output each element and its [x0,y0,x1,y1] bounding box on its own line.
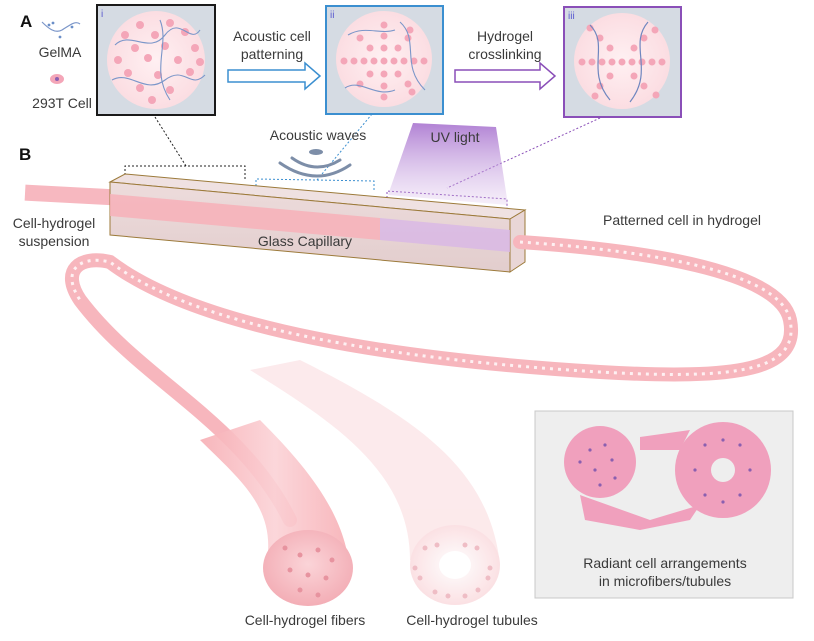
acoustic-waves-label: Acoustic waves [269,127,367,143]
cell-hydrogel-tubule [250,360,500,605]
panel-b-letter: B [19,145,32,164]
fibers-label: Cell-hydrogel fibers [244,612,366,628]
inlet-label-line2: suspension [18,233,90,249]
cell-legend-label: 293T Cell [32,95,92,111]
arrow-label-acoustic-line2: patterning [240,46,304,62]
arrow-acoustic-patterning [227,61,322,91]
panel-a-letter: A [20,12,33,31]
step-index-i: i [101,9,103,20]
step-box-i: i [96,4,216,116]
step-index-iii: iii [568,11,575,22]
inlet-suspension-fiber [24,184,116,206]
acoustic-waves-icon [278,149,352,178]
gelma-legend-label: GelMA [38,44,82,60]
capillary-label: Glass Capillary [257,233,353,249]
step-box-iii: iii [563,6,682,118]
inset-caption-line2: in microfibers/tubules [598,573,732,589]
cell-legend-icon [50,74,64,84]
arrow-label-acoustic-line1: Acoustic cell [233,28,311,44]
tubules-label: Cell-hydrogel tubules [406,612,538,628]
arrow-hydrogel-crosslinking [454,61,557,91]
uv-light-label: UV light [430,129,480,145]
glass-capillary [108,173,527,273]
gelma-legend-icon [41,21,81,39]
outlet-label: Patterned cell in hydrogel [603,212,761,228]
inset-caption-line1: Radiant cell arrangements [583,555,747,571]
inlet-label-line1: Cell-hydrogel [12,215,96,231]
uv-light-beam [388,123,508,205]
step-index-ii: ii [330,10,334,21]
random-cells [114,19,204,104]
arrow-label-crosslinking-line2: crosslinking [468,46,542,62]
step-box-ii: ii [325,5,444,115]
arrow-label-crosslinking-line1: Hydrogel [476,28,534,44]
radiant-arrangement-inset [534,410,794,599]
cell-hydrogel-fiber [200,420,353,606]
